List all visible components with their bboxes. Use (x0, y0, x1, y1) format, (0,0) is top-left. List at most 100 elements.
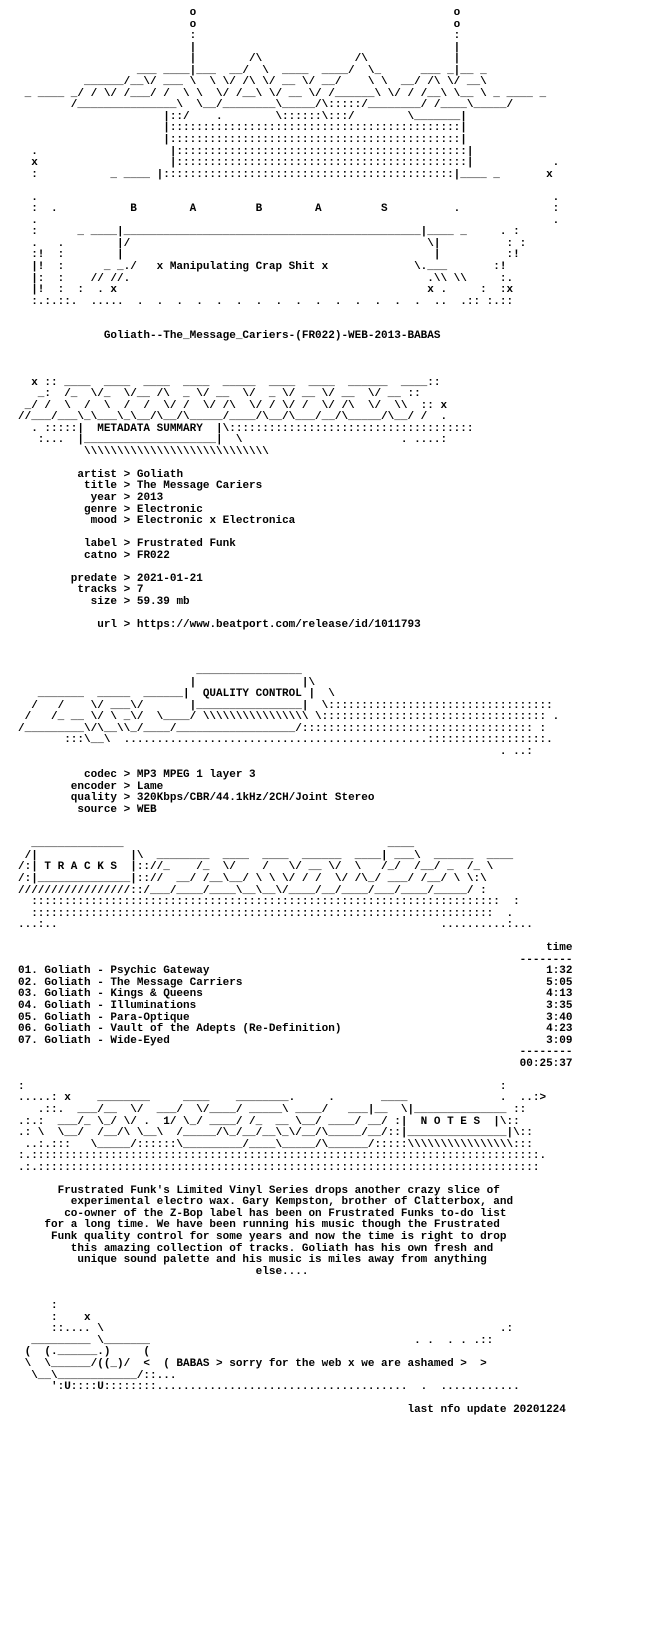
notes-banner-line: .::. ___/__ \/ ___/ \/____/ _____\ ____/… (18, 1103, 527, 1116)
metadata-separator: > (117, 549, 137, 562)
metadata-key: tracks (18, 584, 118, 597)
metadata-separator: > (117, 618, 137, 631)
quality-banner-line: :::\__\ ................................… (18, 734, 553, 747)
header-art-line: |::/ . \::::::\:::/ \_______| (18, 110, 467, 123)
quality-banner-line: / /_ __ \/ \ _\/ \____/ \\\\\\\\\\\\\\\\… (18, 711, 560, 724)
tracks-total-time: 00:25:37 (18, 1057, 573, 1070)
metadata-value: 59.39 mb (136, 595, 190, 608)
header-art-line: |:::::::::::::::::::::::::::::::::::::::… (18, 134, 467, 147)
footer-art-line: \ \______/((_)/ < ( BABAS > sorry for th… (18, 1357, 487, 1370)
metadata-value: 2013 (136, 491, 164, 504)
metadata-key: year (18, 491, 118, 504)
notes-text-line: Frustrated Funk's Limited Vinyl Series d… (18, 1184, 500, 1197)
quality-separator: > (117, 769, 137, 782)
metadata-value: The Message Cariers (136, 480, 263, 493)
track-row: 07. Goliath - Wide-Eyed 3:09 (18, 1034, 638, 1048)
quality-banner-line: /_________\/\__\\_/____/________________… (18, 722, 547, 735)
notes-banner-line: .....: x ________ ____ ________. . ____ … (18, 1092, 547, 1105)
quality-value: Lame (136, 780, 164, 793)
metadata-separator: > (117, 595, 137, 608)
notes-banner-line: : : (18, 1080, 507, 1093)
tracks-banner-line: ______________ ____ (18, 838, 415, 851)
metadata-separator: > (117, 480, 137, 493)
header-art-line: |! : : . x x . : :x (18, 284, 514, 297)
spacer (18, 308, 638, 320)
metadata-row-title: title > The Message Cariers (18, 481, 638, 493)
quality-separator: > (117, 792, 137, 805)
metadata-separator: > (117, 572, 137, 585)
notes-banner-line: .:.:::::::::::::::::::::::::::::::::::::… (18, 1161, 540, 1174)
metadata-row-url[interactable]: url > https://www.beatport.com/release/i… (18, 618, 638, 632)
header-art-line: | | (18, 41, 461, 54)
metadata-key: catno (18, 549, 118, 562)
notes-banner-line: .:.: ___/_ \_/ \/ . 1/ \_/ ____/ /_ __ \… (18, 1115, 520, 1128)
metadata-key: url (18, 618, 118, 631)
metadata-separator: > (117, 503, 137, 516)
header-art-line: :! : | | :! (18, 249, 520, 262)
notes-text-line: this amazing collection of tracks. Golia… (18, 1242, 494, 1255)
tracks-banner-line: /////////////////::/___/____/____\__\__\… (18, 884, 487, 897)
notes-banner-line: .: \ \__/ /__/\ \__\ /_____/\_/__/__\_\/… (18, 1127, 533, 1140)
metadata-banner-line: _/ / \ / \ / / \/ / \/ /\ \/ / \/ / \/ /… (18, 399, 448, 412)
quality-separator: > (117, 803, 137, 816)
metadata-banner-line: _: /_ \/_ \/__ /\ _ \/ __ \/ _ \/ __ \/ … (18, 388, 421, 401)
metadata-row-year: year > 2013 (18, 491, 638, 505)
track-time: 5:05 (546, 976, 573, 989)
track-title: 02. Goliath - The Message Carriers (18, 976, 547, 989)
notes-banner-line: ..:.::: \_____/::::::\_________/____\___… (18, 1138, 533, 1151)
quality-value: 320Kbps/CBR/44.1kHz/2CH/Joint Stereo (136, 792, 375, 805)
header-art-line: . . (18, 214, 560, 227)
quality-banner-line: _______ _____ ______| QUALITY CONTROL | … (18, 688, 335, 701)
track-time: 4:23 (546, 1023, 573, 1036)
tracks-banner-line: ::::::::::::::::::::::::::::::::::::::::… (18, 907, 514, 920)
header-art-line: : _ ____ |::::::::::::::::::::::::::::::… (18, 168, 553, 181)
track-title: 07. Goliath - Wide-Eyed (18, 1034, 547, 1047)
footer-art-line: : (18, 1300, 58, 1313)
metadata-value[interactable]: https://www.beatport.com/release/id/1011… (136, 618, 421, 631)
quality-banner-line: / / \/ ___\/ |________________| \:::::::… (18, 699, 553, 712)
track-row: 04. Goliath - Illuminations 3:35 (18, 1000, 638, 1013)
track-row: 05. Goliath - Para-Optique 3:40 (18, 1011, 638, 1025)
metadata-banner-line: :... |____________________| \ . ....: (18, 434, 448, 447)
metadata-key: size (18, 595, 118, 608)
spacer (18, 343, 638, 355)
quality-row-quality: quality > 320Kbps/CBR/44.1kHz/2CH/Joint … (18, 792, 638, 805)
metadata-separator: > (117, 468, 137, 481)
track-title: 05. Goliath - Para-Optique (18, 1011, 547, 1024)
metadata-key: mood (18, 515, 118, 528)
nfo-document: o o o o : : (18, 7, 638, 1417)
metadata-row-catno: catno > FR022 (18, 549, 638, 563)
spacer (18, 354, 638, 366)
tracks-separator: -------- (18, 1046, 573, 1059)
notes-banner-line: :.::::::::::::::::::::::::::::::::::::::… (18, 1150, 547, 1163)
track-row: 02. Goliath - The Message Carriers 5:05 (18, 976, 638, 990)
notes-text-line: Funk quality control for some years and … (18, 1230, 507, 1243)
metadata-value: Frustrated Funk (136, 538, 236, 551)
tracks-banner-line: /| |\ ________ ____ ____ ______ ____| __… (18, 849, 514, 862)
header-art-line: . . (18, 191, 560, 204)
footer-art-line: _________ \_______ . . . . .:: (18, 1334, 494, 1347)
tracks-banner-line: /:| T R A C K S |:://_ /_ \/ / \/ __ \/ … (18, 861, 494, 874)
spacer (18, 816, 638, 828)
metadata-key: label (18, 538, 118, 551)
track-title: 04. Goliath - Illuminations (18, 1000, 547, 1013)
track-row: 01. Goliath - Psychic Gateway 1:32 (18, 966, 638, 978)
quality-banner-line: ________________ (18, 665, 302, 678)
quality-key: encoder (18, 780, 118, 793)
footer-art-line: ( (.______.) ( (18, 1346, 514, 1359)
spacer (18, 643, 638, 655)
header-art-line: :.:.::. ..... . . . . . . . . . . . . . … (18, 295, 514, 308)
header-art-line: | /\ /\ | (18, 53, 461, 66)
header-art-line: : _ ____|_______________________________… (18, 226, 520, 239)
footer-art-line: ':U::::U::::::::........................… (18, 1381, 520, 1394)
quality-row-source: source > WEB (18, 803, 638, 817)
header-art-line: o o (18, 7, 461, 19)
tracks-separator: -------- (18, 953, 573, 966)
quality-banner-line: | |\ (18, 676, 316, 689)
metadata-key: predate (18, 572, 118, 585)
metadata-key: genre (18, 503, 118, 516)
quality-value: WEB (136, 803, 157, 816)
notes-text-line: co-owner of the Z-Bop label has been on … (18, 1207, 507, 1220)
metadata-value: FR022 (136, 549, 170, 562)
tracks-banner-line: ::::::::::::::::::::::::::::::::::::::::… (18, 896, 520, 909)
